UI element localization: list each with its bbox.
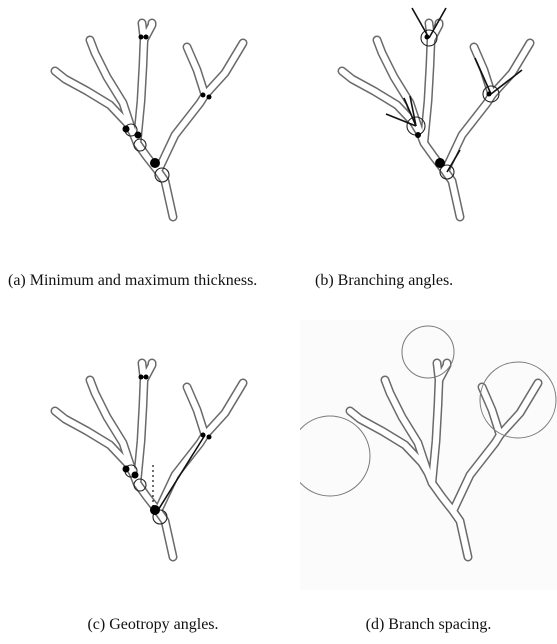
panel-background xyxy=(300,320,557,590)
panel-a-thickness xyxy=(15,5,285,235)
branch-dot xyxy=(123,466,130,473)
branch-dot xyxy=(207,435,212,440)
thickness-dot xyxy=(139,35,144,40)
branch-dot xyxy=(487,92,492,97)
plant-illustration-c xyxy=(15,345,285,585)
branch-dot xyxy=(132,472,139,479)
plant-illustration-d xyxy=(300,320,557,590)
thickness-dot xyxy=(207,95,212,100)
caption-c: (c) Geotropy angles. xyxy=(8,614,298,636)
caption-d: (d) Branch spacing. xyxy=(300,614,557,636)
branch-dot xyxy=(435,158,445,168)
thickness-dot xyxy=(144,35,149,40)
geotropy-vector xyxy=(155,435,205,515)
caption-b: (b) Branching angles. xyxy=(315,270,555,292)
thickness-dot xyxy=(123,126,130,133)
branch-dot xyxy=(150,505,160,515)
panel-c-geotropy-angles xyxy=(15,345,285,585)
branch-dot xyxy=(415,132,421,138)
thickness-dot xyxy=(201,93,206,98)
branch-dot xyxy=(144,375,149,380)
branch-dot xyxy=(139,375,144,380)
caption-a: (a) Minimum and maximum thickness. xyxy=(8,270,298,292)
plant-illustration-b xyxy=(300,0,557,235)
panel-b-branching-angles xyxy=(300,0,557,235)
thickness-dot xyxy=(135,132,142,139)
branch-dot xyxy=(425,35,430,40)
plant-illustration-a xyxy=(15,5,285,235)
panel-d-branch-spacing xyxy=(300,320,557,590)
thickness-dot xyxy=(150,158,160,168)
branch-dot xyxy=(201,433,206,438)
